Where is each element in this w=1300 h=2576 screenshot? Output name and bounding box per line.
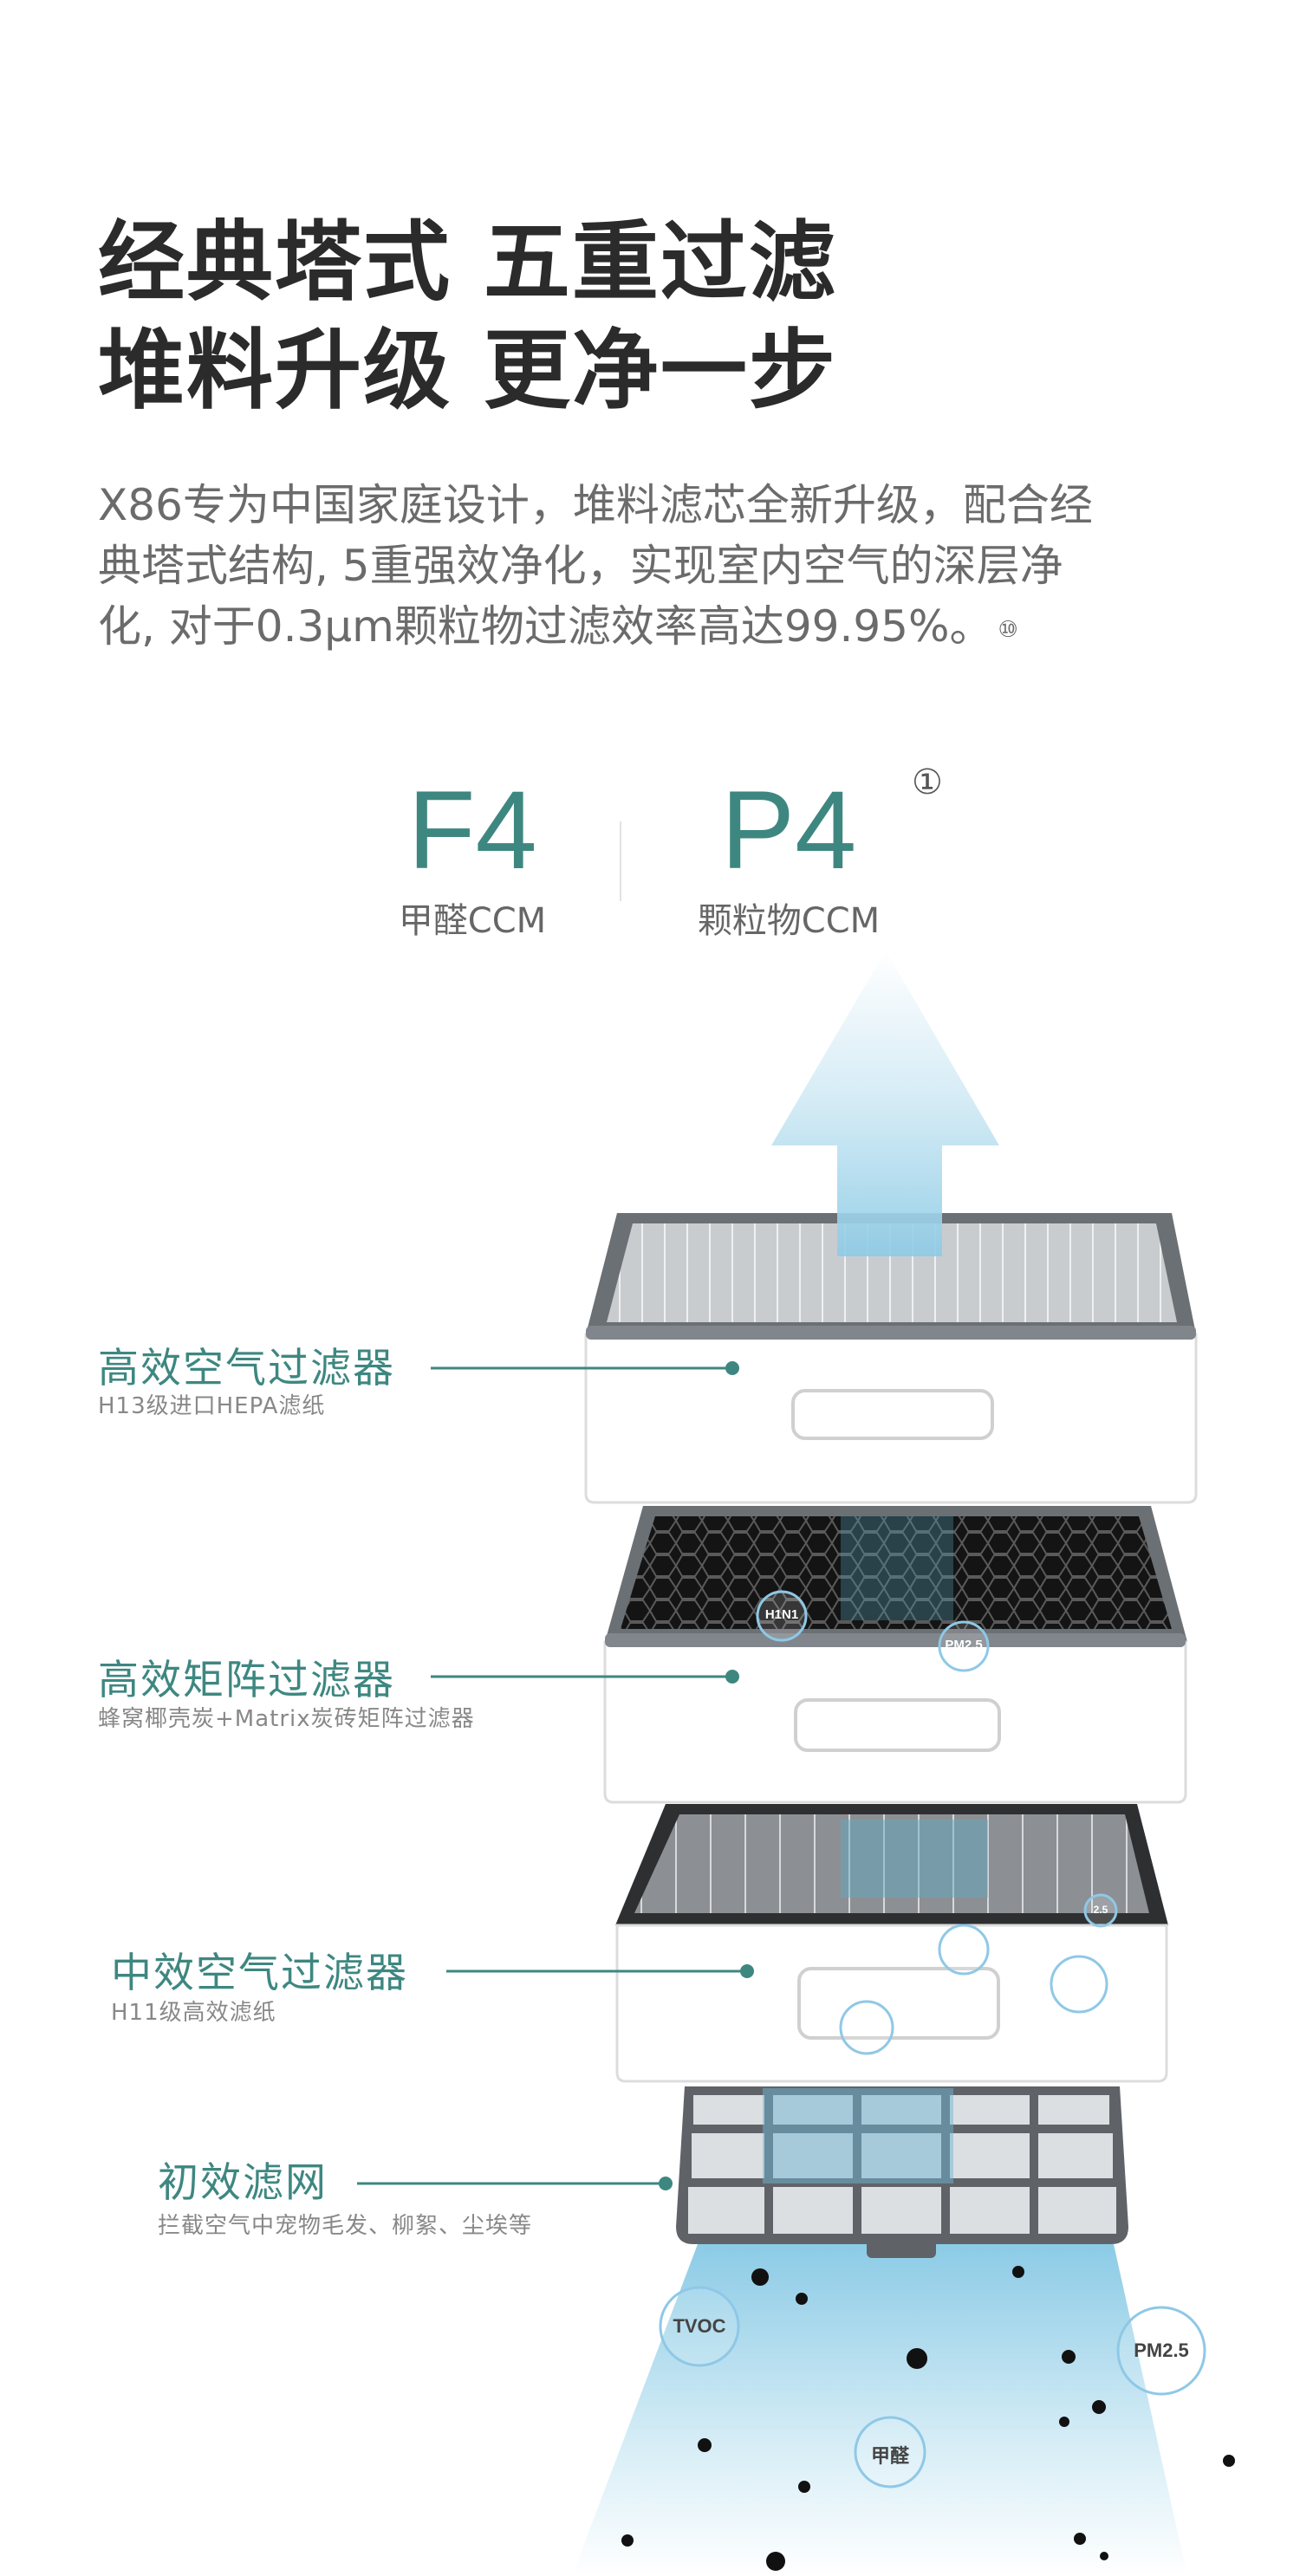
bubble-label: 2.5 (1093, 1904, 1108, 1916)
metrics-divider (620, 821, 621, 901)
filter-name-hepa: 高效空气过滤器 (98, 1345, 395, 1392)
description-line: 化, 对于0.3μm颗粒物过滤效率高达99.95%。⑩ (98, 601, 1018, 652)
bubble-label: PM2.5 (945, 1638, 983, 1652)
metric-label-formaldehyde: 甲醛CCM (398, 901, 547, 941)
bubble-label: TVOC (1056, 1976, 1101, 1993)
bubble-label: 毛发 (949, 1946, 978, 1961)
matrix-filter-tray (603, 1506, 1187, 1804)
description-line: 典塔式结构, 5重强效净化，实现室内空气的深层净 (98, 541, 1063, 591)
bubble-label: PM2.5 (1134, 2339, 1189, 2361)
clean-air-arrow (771, 951, 999, 1256)
bubble-label: 异味 (853, 2023, 880, 2038)
hepa-filter-tray (584, 1213, 1198, 1504)
footnote-marker: ⑩ (998, 617, 1018, 643)
filter-desc-medium: H11级高效滤纸 (111, 2000, 276, 2026)
filter-desc-hepa: H13级进口HEPA滤纸 (98, 1393, 326, 1419)
metric-label-particulate: 颗粒物CCM (697, 901, 881, 941)
filter-desc-prefilter: 拦截空气中宠物毛发、柳絮、尘埃等 (158, 2213, 533, 2239)
description: X86专为中国家庭设计，堆料滤芯全新升级，配合经 典塔式结构, 5重强效净化，实… (98, 475, 1093, 657)
metric-value-particulate: P4 (720, 769, 857, 892)
particles (621, 2266, 1235, 2571)
filter-name-prefilter: 初效滤网 (158, 2159, 328, 2207)
bubble-label: 甲醛 (870, 2445, 909, 2467)
medium-filter-tray (615, 1804, 1168, 2083)
filter-desc-matrix: 蜂窝椰壳炭+Matrix炭砖矩阵过滤器 (98, 1706, 475, 1732)
headline-line-1: 经典塔式 五重过滤 (98, 211, 837, 313)
headline-line-2: 堆料升级 更净一步 (98, 320, 837, 421)
description-line: X86专为中国家庭设计，堆料滤芯全新升级，配合经 (98, 480, 1093, 530)
pre-filter-mesh (676, 2086, 1128, 2258)
filter-name-medium: 中效空气过滤器 (111, 1950, 408, 1997)
bubble-label: H1N1 (764, 1607, 799, 1622)
metric-value-formaldehyde: F4 (407, 769, 537, 892)
bubble-label: TVOC (673, 2315, 726, 2337)
metrics-footnote: ① (912, 762, 943, 802)
filter-name-matrix: 高效矩阵过滤器 (98, 1657, 395, 1704)
headline: 经典塔式 五重过滤 堆料升级 更净一步 (98, 208, 837, 425)
